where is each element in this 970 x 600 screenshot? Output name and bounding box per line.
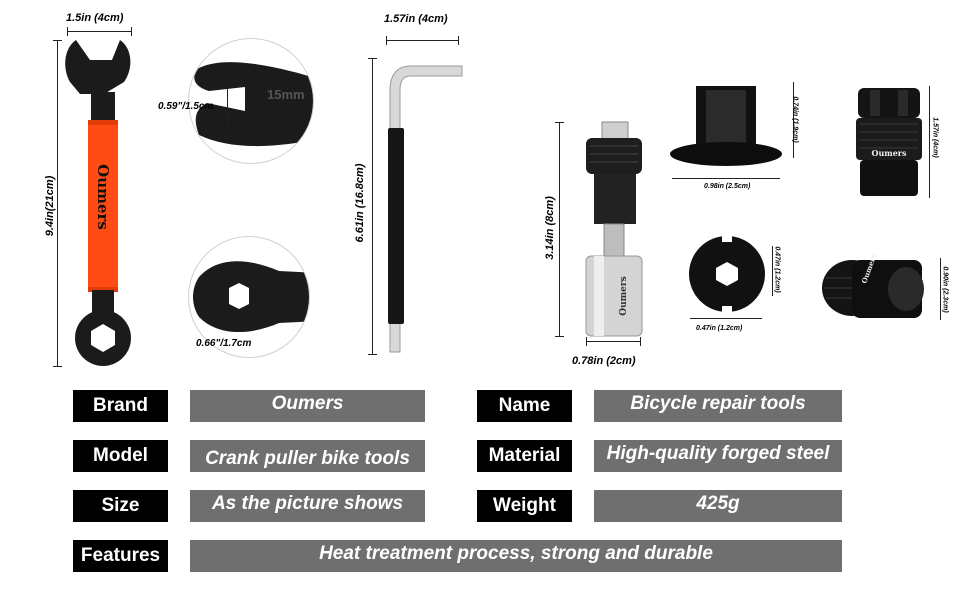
adapter-bottom-image <box>689 234 765 314</box>
name-label: Name <box>477 390 572 422</box>
adapter-top-image <box>670 86 782 166</box>
wrench-image <box>65 40 131 366</box>
wrench-marking: 15mm <box>267 87 305 102</box>
features-label: Features <box>73 540 168 572</box>
weight-label: Weight <box>477 490 572 522</box>
features-value: Heat treatment process, strong and durab… <box>190 540 842 572</box>
crank-puller-brand-mark: Oumers <box>619 276 629 315</box>
cassette-tool-image: Oumers <box>822 253 924 318</box>
weight-value: 425g <box>594 490 842 522</box>
wrench-hex-closeup <box>188 236 310 358</box>
model-label: Model <box>73 440 168 472</box>
brand-label: Brand <box>73 390 168 422</box>
wrench-brand-mark: Oumers <box>94 164 112 230</box>
wrench-jaw-closeup: 15mm <box>188 38 314 164</box>
model-value: Crank puller bike tools <box>190 440 425 472</box>
material-label: Material <box>477 440 572 472</box>
crank-puller-image: Oumers <box>585 121 643 337</box>
wrench-hex-dimension: 0.66"/1.7cm <box>196 338 252 349</box>
brand-value: Oumers <box>190 390 425 422</box>
hex-key-image <box>388 65 463 353</box>
freewheel-brand-mark: Oumers <box>871 148 907 158</box>
material-value: High-quality forged steel <box>594 440 842 472</box>
freewheel-tool-image: Oumers <box>856 88 922 196</box>
name-value: Bicycle repair tools <box>594 390 842 422</box>
size-value: As the picture shows <box>190 490 425 522</box>
size-label: Size <box>73 490 168 522</box>
